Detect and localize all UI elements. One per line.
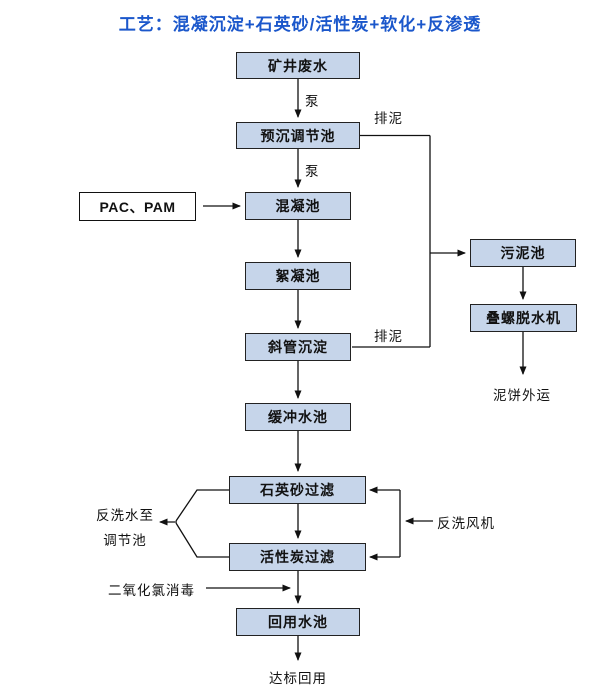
node-pre-sedimentation-tank: 预沉调节池 [236, 122, 360, 149]
label-pump-2: 泵 [305, 164, 320, 179]
label-pump-1: 泵 [305, 94, 320, 109]
node-sludge-tank: 污泥池 [470, 239, 576, 267]
page-title: 工艺：混凝沉淀+石英砂/活性炭+软化+反渗透 [118, 15, 482, 34]
node-inclined-tube-sedimentation: 斜管沉淀 [245, 333, 351, 361]
node-quartz-sand-filter: 石英砂过滤 [229, 476, 366, 504]
label-sludge-discharge-2: 排泥 [374, 329, 403, 344]
node-mine-wastewater: 矿井废水 [236, 52, 360, 79]
node-screw-dewaterer: 叠螺脱水机 [470, 304, 577, 332]
node-pac-pam-dosing: PAC、PAM [79, 192, 196, 221]
node-flocculation-tank: 絮凝池 [245, 262, 351, 290]
node-coagulation-tank: 混凝池 [245, 192, 351, 220]
label-backwash-to-line1: 反洗水至 [96, 508, 154, 523]
node-activated-carbon-filter: 活性炭过滤 [229, 543, 366, 571]
line-quartz-backwash [175, 489, 229, 522]
label-reuse-up-to-standard: 达标回用 [269, 671, 327, 686]
node-buffer-tank: 缓冲水池 [245, 403, 351, 431]
node-reuse-water-tank: 回用水池 [236, 608, 360, 636]
line-carbon-backwash [175, 522, 229, 558]
label-sludge-discharge-1: 排泥 [374, 111, 403, 126]
label-backwash-fan: 反洗风机 [437, 516, 495, 531]
label-chlorine-dioxide-disinfection: 二氧化氯消毒 [108, 583, 195, 598]
label-backwash-to-line2: 调节池 [103, 533, 147, 548]
label-sludge-cake-out: 泥饼外运 [493, 388, 551, 403]
